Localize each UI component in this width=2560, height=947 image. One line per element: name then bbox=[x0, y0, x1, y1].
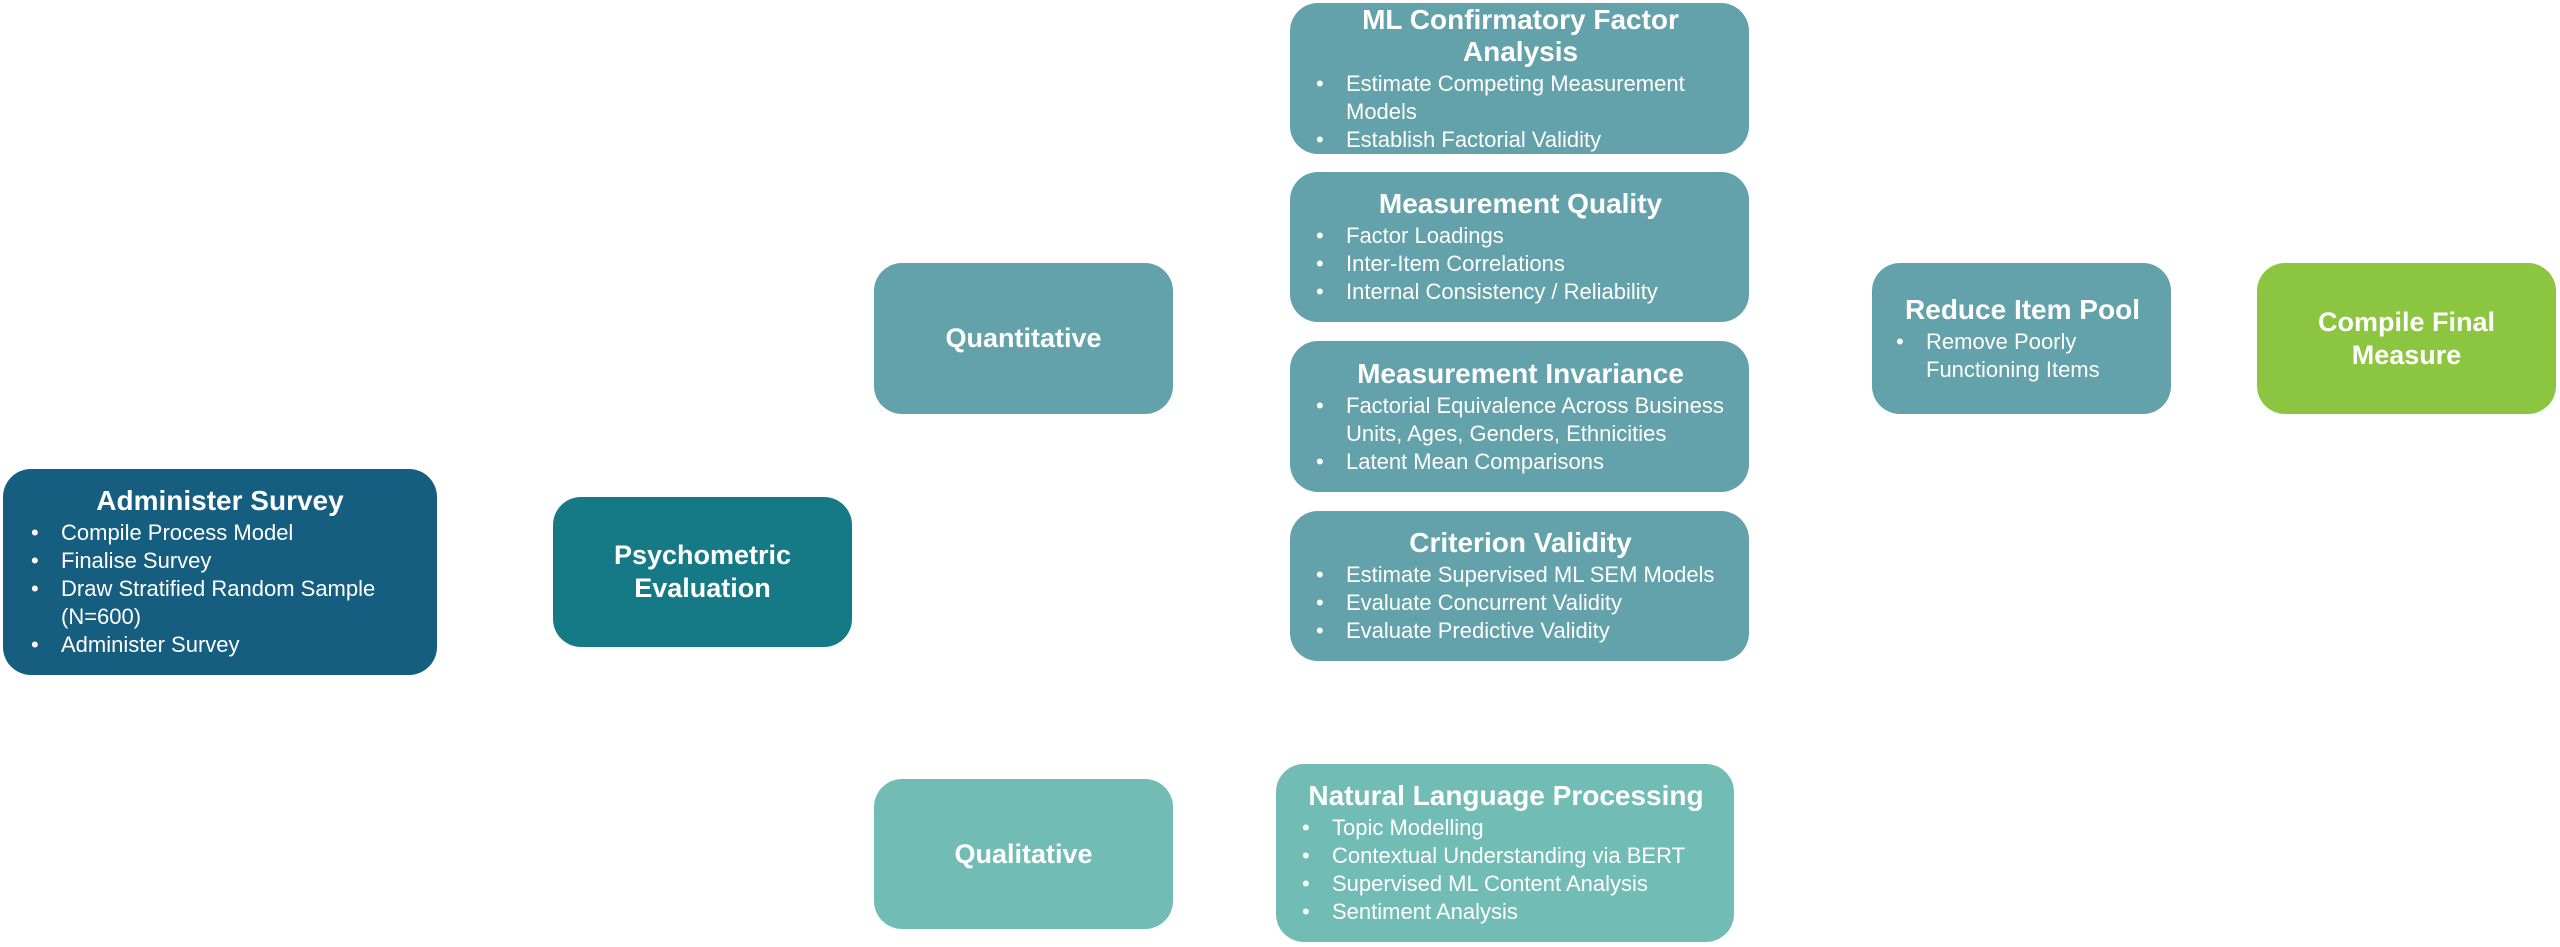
ml-cfa-list: Estimate Competing Measurement Models Es… bbox=[1310, 70, 1731, 154]
psychometric-evaluation-title: Psychometric Evaluation bbox=[613, 540, 792, 603]
measurement-quality-node: Measurement Quality Factor Loadings Inte… bbox=[1290, 172, 1749, 322]
list-item: Estimate Supervised ML SEM Models bbox=[1310, 561, 1731, 589]
list-item: Factor Loadings bbox=[1310, 222, 1731, 250]
nlp-node: Natural Language Processing Topic Modell… bbox=[1276, 764, 1734, 942]
list-item: Finalise Survey bbox=[25, 547, 415, 575]
reduce-item-pool-node: Reduce Item Pool Remove Poorly Functioni… bbox=[1872, 263, 2171, 414]
measurement-quality-list: Factor Loadings Inter-Item Correlations … bbox=[1310, 222, 1731, 306]
list-item: Topic Modelling bbox=[1296, 814, 1716, 842]
list-item: Latent Mean Comparisons bbox=[1310, 448, 1731, 476]
list-item: Contextual Understanding via BERT bbox=[1296, 842, 1716, 870]
ml-cfa-title: ML Confirmatory Factor Analysis bbox=[1362, 3, 1679, 67]
list-item: Evaluate Concurrent Validity bbox=[1310, 589, 1731, 617]
list-item: Draw Stratified Random Sample (N=600) bbox=[25, 575, 401, 631]
measurement-invariance-node: Measurement Invariance Factorial Equival… bbox=[1290, 341, 1749, 492]
list-item: Evaluate Predictive Validity bbox=[1310, 617, 1731, 645]
list-item: Establish Factorial Validity bbox=[1310, 126, 1731, 154]
compile-final-measure-title: Compile Final Measure bbox=[2317, 306, 2496, 370]
nlp-title: Natural Language Processing bbox=[1308, 780, 1704, 811]
psychometric-evaluation-node: Psychometric Evaluation bbox=[553, 497, 852, 647]
measurement-invariance-title: Measurement Invariance bbox=[1357, 357, 1684, 389]
administer-survey-node: Administer Survey Compile Process Model … bbox=[3, 469, 437, 675]
nlp-list: Topic Modelling Contextual Understanding… bbox=[1296, 814, 1716, 926]
administer-survey-list: Compile Process Model Finalise Survey Dr… bbox=[25, 519, 415, 659]
list-item: Administer Survey bbox=[25, 631, 415, 659]
measurement-quality-title: Measurement Quality bbox=[1378, 188, 1663, 219]
quantitative-title: Quantitative bbox=[945, 323, 1102, 353]
measurement-invariance-list: Factorial Equivalence Across Business Un… bbox=[1310, 392, 1731, 476]
quantitative-node: Quantitative bbox=[874, 263, 1173, 414]
criterion-validity-list: Estimate Supervised ML SEM Models Evalua… bbox=[1310, 561, 1731, 645]
criterion-validity-node: Criterion Validity Estimate Supervised M… bbox=[1290, 511, 1749, 661]
list-item: Inter-Item Correlations bbox=[1310, 250, 1731, 278]
list-item: Factorial Equivalence Across Business Un… bbox=[1310, 392, 1746, 448]
list-item: Supervised ML Content Analysis bbox=[1296, 870, 1716, 898]
administer-survey-title: Administer Survey bbox=[96, 485, 344, 516]
list-item: Sentiment Analysis bbox=[1296, 898, 1716, 926]
qualitative-node: Qualitative bbox=[874, 779, 1173, 929]
list-item: Internal Consistency / Reliability bbox=[1310, 278, 1731, 306]
list-item: Remove Poorly Functioning Items bbox=[1890, 328, 2126, 384]
reduce-item-pool-title: Reduce Item Pool bbox=[1905, 293, 2140, 325]
list-item: Estimate Competing Measurement Models bbox=[1310, 70, 1726, 126]
ml-cfa-node: ML Confirmatory Factor Analysis Estimate… bbox=[1290, 3, 1749, 154]
qualitative-title: Qualitative bbox=[954, 838, 1093, 869]
list-item: Compile Process Model bbox=[25, 519, 415, 547]
criterion-validity-title: Criterion Validity bbox=[1409, 527, 1632, 558]
reduce-item-pool-list: Remove Poorly Functioning Items bbox=[1890, 328, 2155, 384]
compile-final-measure-node: Compile Final Measure bbox=[2257, 263, 2556, 414]
